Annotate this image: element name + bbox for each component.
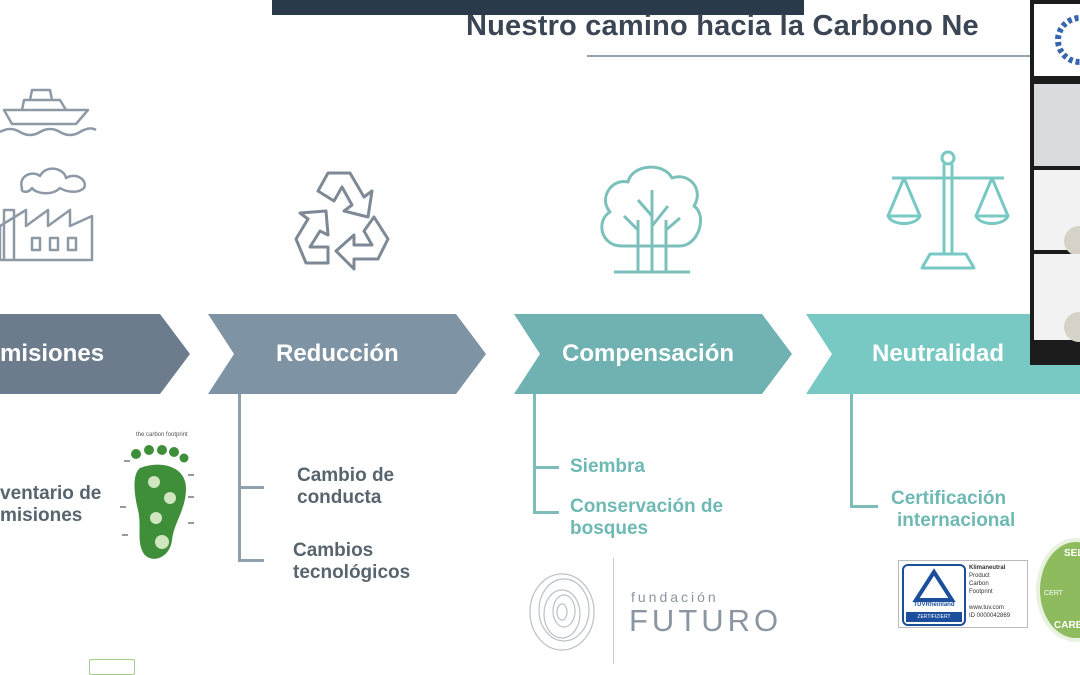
compensacion-bracket-line [533, 394, 536, 514]
reduccion-bracket-line [238, 394, 241, 562]
reduccion-item-1-line1: Cambio de [297, 465, 395, 486]
participant-tile-2[interactable] [1034, 84, 1080, 166]
corner-thumbnail [89, 659, 135, 675]
chevron-reduccion [208, 314, 486, 394]
title-underline [587, 55, 1057, 57]
emisiones-item-line1: ventario de [0, 483, 102, 504]
footprint-caption: the carbon footprint [136, 432, 188, 438]
seal-left-text: CERT [1044, 590, 1063, 597]
compensacion-item-2-line1: Conservación de [570, 496, 724, 517]
seal-top-text: SELLO [1064, 548, 1080, 559]
participant-tile-1[interactable] [1034, 4, 1080, 76]
tuv-brand: TÜVRheinland [913, 602, 955, 608]
tree-icon [600, 165, 703, 274]
tuv-text-1: Klimaneutral [969, 565, 1006, 571]
fundacion-futuro-logo-mark [529, 573, 595, 651]
tuv-url: www.tuv.com [969, 605, 1004, 611]
carbon-seal: SELLO CERT CARBON [1036, 538, 1080, 642]
tuv-text-3: Carbon [969, 581, 989, 587]
scale-icon [886, 150, 1010, 270]
chevron-neutralidad [806, 314, 1080, 394]
tuv-certification-badge: TÜVRheinland ZERTIFIZIERT Klimaneutral P… [898, 560, 1028, 628]
neutralidad-item-line1: Certificación [891, 488, 1007, 509]
neutralidad-item-line2: internacional [897, 510, 1016, 531]
tuv-text-4: Footprint [969, 589, 993, 595]
reduccion-bracket-tick [238, 486, 264, 489]
reduccion-item-2-line2: tecnológicos [293, 562, 411, 583]
slide-title: Nuestro camino hacia la Carbono Ne [466, 10, 979, 42]
logo-divider [613, 558, 614, 664]
logo-big-text: FUTURO [629, 603, 783, 638]
recycle-icon [294, 171, 390, 271]
tuv-id: ID 0000042869 [969, 613, 1011, 619]
emisiones-item-line2: misiones [0, 505, 83, 526]
compensacion-item-2-line2: bosques [570, 518, 649, 539]
step-label-compensacion: Compensación [562, 340, 735, 367]
carbon-footprint-image: the carbon footprint [116, 430, 200, 570]
reduccion-bracket-tick [238, 559, 264, 562]
participant-tile-3[interactable] [1034, 170, 1080, 256]
participant-logo-icon [1055, 15, 1080, 65]
chevron-compensacion [514, 314, 792, 394]
logo-small-text: fundación [631, 589, 719, 605]
top-banner [272, 0, 804, 15]
compensacion-bracket-tick [533, 466, 559, 469]
process-chevrons [0, 314, 1080, 394]
compensacion-item-1: Siembra [570, 456, 645, 477]
seal-bottom-text: CARBON [1054, 620, 1080, 631]
tuv-text-2: Product [969, 573, 990, 579]
neutralidad-bracket-line [850, 394, 853, 508]
step-label-reduccion: Reducción [276, 340, 399, 367]
step-label-emisiones: misiones [0, 340, 105, 367]
tuv-triangle-icon [912, 568, 956, 602]
compensacion-bracket-tick [533, 511, 559, 514]
reduccion-item-1-line2: conducta [297, 487, 382, 508]
tuv-sub: ZERTIFIZIERT [906, 612, 962, 622]
reduccion-item-2-line1: Cambios [293, 540, 374, 561]
step-label-neutralidad: Neutralidad [872, 340, 1005, 367]
chevron-emisiones [0, 314, 190, 394]
neutralidad-bracket-tick [850, 505, 878, 508]
factory-ship-icon [0, 88, 97, 262]
participant-tile-4[interactable] [1034, 254, 1080, 342]
